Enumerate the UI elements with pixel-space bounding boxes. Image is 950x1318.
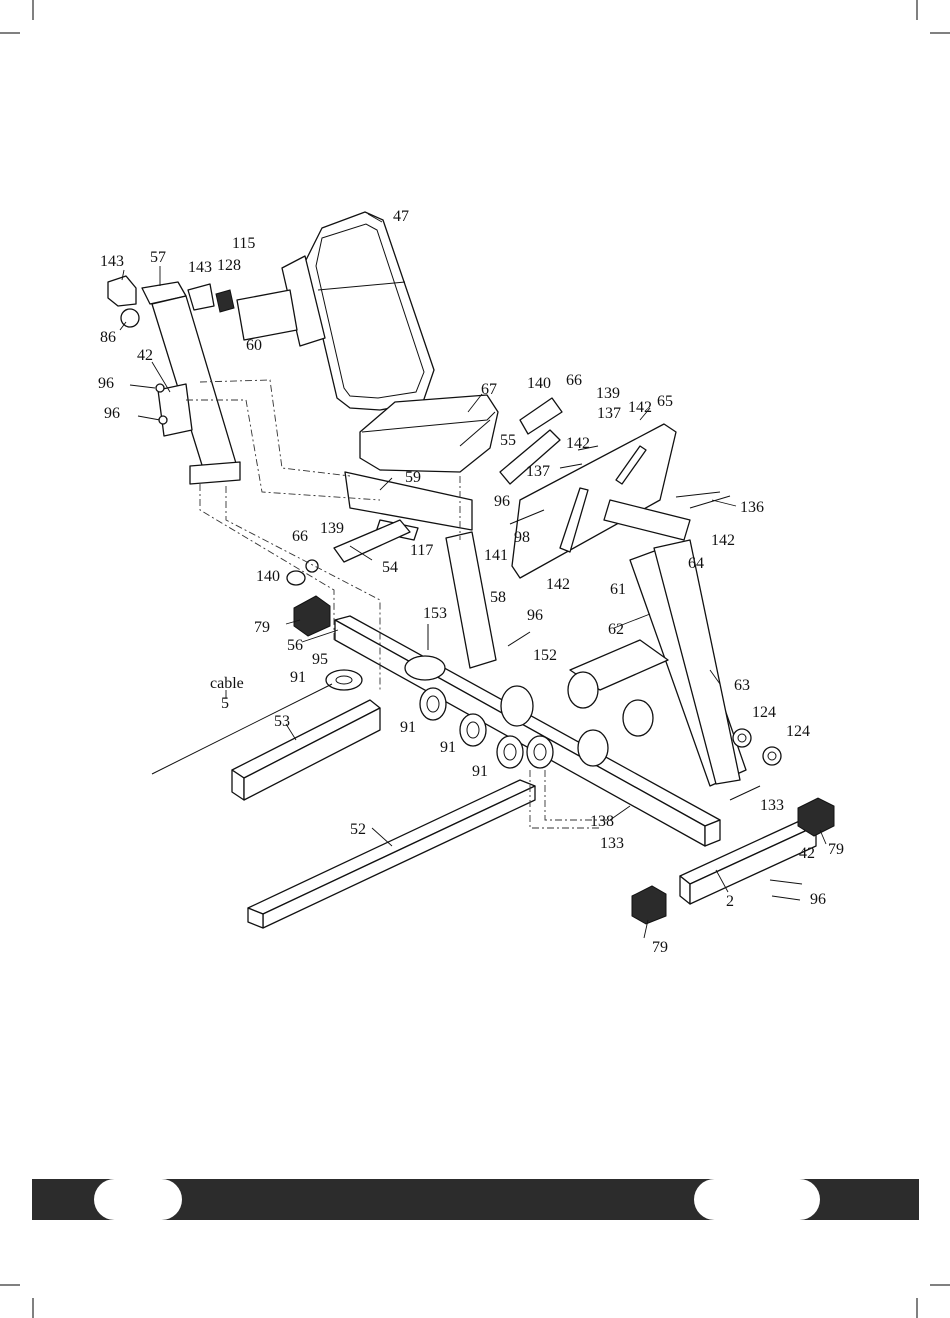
label-65: 65	[657, 393, 673, 410]
label-42: 42	[137, 347, 153, 364]
label-64: 64	[688, 555, 704, 572]
label-96: 96	[810, 891, 826, 908]
label-142: 142	[711, 532, 735, 549]
label-47: 47	[393, 208, 409, 225]
label-57: 57	[150, 249, 166, 266]
label-139: 139	[320, 520, 344, 537]
label-91: 91	[440, 739, 456, 756]
label-62: 62	[608, 621, 624, 638]
label-91: 91	[290, 669, 306, 686]
label-53: 53	[274, 713, 290, 730]
label-cable: cable	[210, 675, 244, 692]
label-153: 153	[423, 605, 447, 622]
label-79: 79	[828, 841, 844, 858]
label-95: 95	[312, 651, 328, 668]
label-96: 96	[494, 493, 510, 510]
label-96: 96	[527, 607, 543, 624]
label-139: 139	[596, 385, 620, 402]
footer-bar	[32, 1179, 919, 1220]
label-136: 136	[740, 499, 764, 516]
label-86: 86	[100, 329, 116, 346]
label-60: 60	[246, 337, 262, 354]
rear-upright	[108, 276, 240, 484]
label-91: 91	[400, 719, 416, 736]
label-152: 152	[533, 647, 557, 664]
label-142: 142	[628, 399, 652, 416]
label-140: 140	[256, 568, 280, 585]
label-117: 117	[410, 542, 433, 559]
footer-left-tab	[94, 1179, 182, 1220]
label-98: 98	[514, 529, 530, 546]
label-2: 2	[726, 893, 734, 910]
label-79: 79	[254, 619, 270, 636]
label-133: 133	[600, 835, 624, 852]
backrest-pad	[305, 212, 434, 410]
label-79: 79	[652, 939, 668, 956]
label-141: 141	[484, 547, 508, 564]
label-124: 124	[786, 723, 810, 740]
label-138: 138	[590, 813, 614, 830]
label-67: 67	[481, 381, 497, 398]
label-142: 142	[546, 576, 570, 593]
label-52: 52	[350, 821, 366, 838]
footer-right-tab	[694, 1179, 820, 1220]
label-55: 55	[500, 432, 516, 449]
label-59: 59	[405, 469, 421, 486]
label-96: 96	[98, 375, 114, 392]
label-137: 137	[526, 463, 550, 480]
label-128: 128	[217, 257, 241, 274]
label-124: 124	[752, 704, 776, 721]
label-96: 96	[104, 405, 120, 422]
long-base-tube	[248, 780, 535, 928]
label-142: 142	[566, 435, 590, 452]
label-140: 140	[527, 375, 551, 392]
label-54: 54	[382, 559, 398, 576]
rear-base-tube	[232, 700, 380, 800]
label-143: 143	[100, 253, 124, 270]
label-61: 61	[610, 581, 626, 598]
label-133: 133	[760, 797, 784, 814]
label-63: 63	[734, 677, 750, 694]
label-91: 91	[472, 763, 488, 780]
label-66: 66	[566, 372, 582, 389]
label-66: 66	[292, 528, 308, 545]
label-56: 56	[287, 637, 303, 654]
label-137: 137	[597, 405, 621, 422]
label-143: 143	[188, 259, 212, 276]
label-58: 58	[490, 589, 506, 606]
label-42: 42	[799, 845, 815, 862]
label-5: 5	[221, 695, 229, 712]
label-115: 115	[232, 235, 255, 252]
